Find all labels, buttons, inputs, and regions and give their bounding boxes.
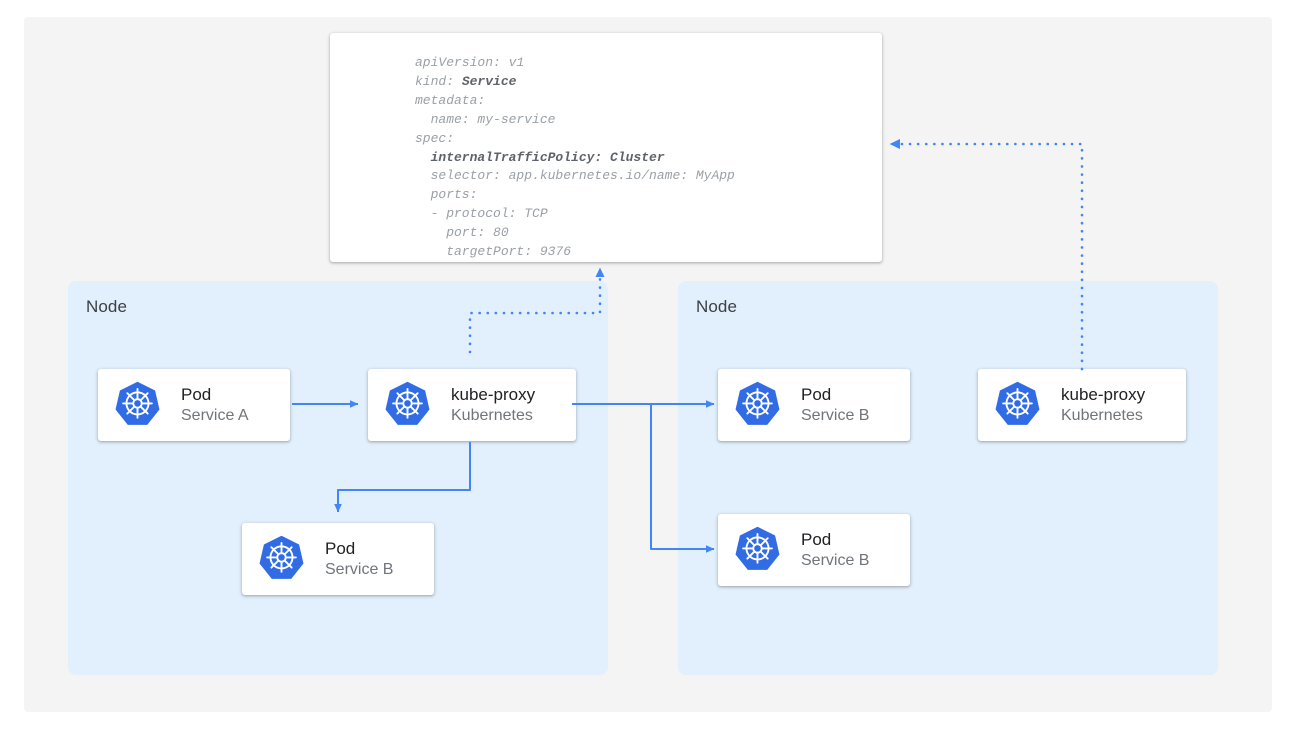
kubernetes-logo-icon <box>115 380 160 430</box>
service-manifest-code: apiVersion: v1 kind: Service metadata: n… <box>415 55 735 260</box>
service-manifest-panel: apiVersion: v1 kind: Service metadata: n… <box>330 33 882 262</box>
node-container-left <box>68 281 608 675</box>
card-text-pod-service-b-bottom: Pod Service B <box>801 529 869 571</box>
card-subtitle: Kubernetes <box>451 406 533 424</box>
kubernetes-logo-icon <box>735 380 780 430</box>
card-pod-service-b-top[interactable]: Pod Service B <box>718 369 910 441</box>
card-text-kube-proxy-right: kube-proxy Kubernetes <box>1061 384 1145 426</box>
diagram-canvas: Node Node apiVersion: v1 kind: Service m… <box>24 17 1272 712</box>
card-title: Pod <box>801 529 832 549</box>
card-pod-service-a[interactable]: Pod Service A <box>98 369 290 441</box>
kubernetes-logo-icon <box>735 525 780 575</box>
node-label-left: Node <box>86 297 128 316</box>
card-text-pod-service-b-top: Pod Service B <box>801 384 869 426</box>
kubernetes-logo-icon <box>259 534 304 584</box>
card-pod-service-b-bottom[interactable]: Pod Service B <box>718 514 910 586</box>
card-text-pod-service-b-local: Pod Service B <box>325 538 393 580</box>
card-text-pod-service-a: Pod Service A <box>181 384 249 426</box>
card-kube-proxy-left[interactable]: kube-proxy Kubernetes <box>368 369 576 441</box>
card-subtitle: Service A <box>181 406 249 424</box>
card-subtitle: Service B <box>325 560 394 578</box>
card-title: Pod <box>801 384 832 404</box>
card-subtitle: Service B <box>801 406 870 424</box>
card-title: Pod <box>181 384 212 404</box>
node-label-right: Node <box>696 297 738 316</box>
kubernetes-logo-icon <box>995 380 1040 430</box>
card-subtitle: Kubernetes <box>1061 406 1143 424</box>
card-text-kube-proxy-left: kube-proxy Kubernetes <box>451 384 535 426</box>
card-title: kube-proxy <box>451 384 536 404</box>
card-subtitle: Service B <box>801 551 870 569</box>
card-kube-proxy-right[interactable]: kube-proxy Kubernetes <box>978 369 1186 441</box>
kubernetes-logo-icon <box>385 380 430 430</box>
card-title: Pod <box>325 538 356 558</box>
node-container-right <box>678 281 1218 675</box>
card-pod-service-b-local[interactable]: Pod Service B <box>242 523 434 595</box>
card-title: kube-proxy <box>1061 384 1146 404</box>
